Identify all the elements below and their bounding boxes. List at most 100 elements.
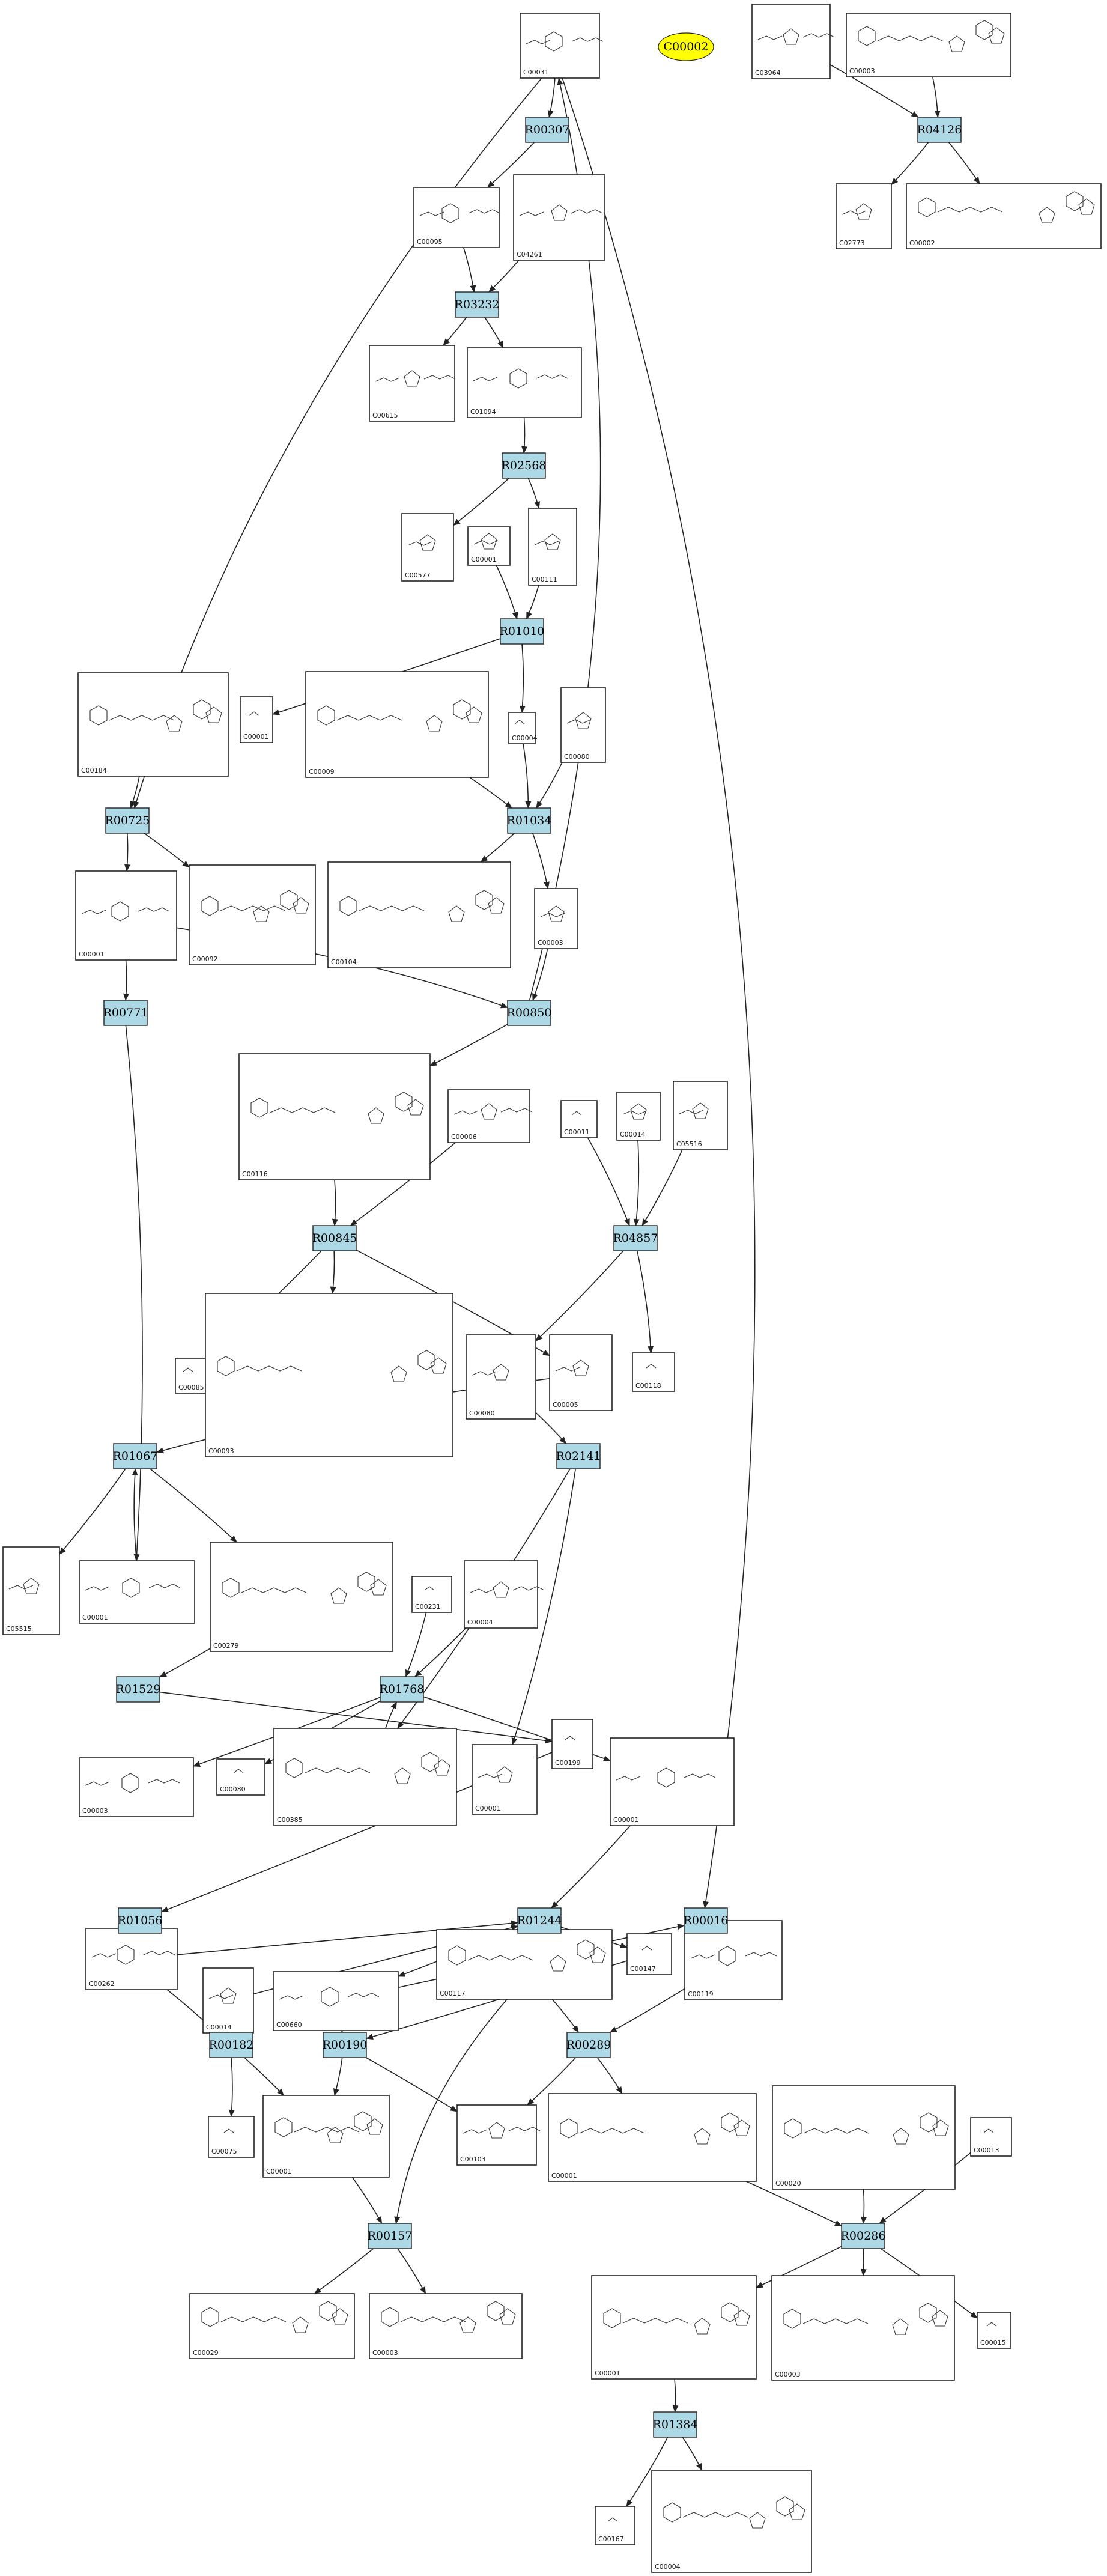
compound-c00001[interactable]: C00001 xyxy=(548,2093,757,2182)
compound-c01094[interactable]: C01094 xyxy=(467,347,582,418)
compound-c00104[interactable]: C00104 xyxy=(327,861,511,968)
compound-c00085[interactable]: C00085 xyxy=(175,1358,206,1394)
compound-c00001[interactable]: C00001 xyxy=(240,696,273,743)
reaction-r03232[interactable]: R03232 xyxy=(455,291,500,318)
compound-c02773[interactable]: C02773 xyxy=(836,183,892,249)
compound-c00092[interactable]: C00092 xyxy=(189,864,316,965)
compound-c00262[interactable]: C00262 xyxy=(85,1928,178,1990)
compound-c00075[interactable]: C00075 xyxy=(208,2116,255,2158)
compound-c00013[interactable]: C00013 xyxy=(970,2117,1012,2157)
reaction-r01056[interactable]: R01056 xyxy=(118,1907,163,1934)
compound-c00279[interactable]: C00279 xyxy=(210,1542,393,1652)
compound-c00080[interactable]: C00080 xyxy=(216,1758,265,1796)
compound-c00031[interactable]: C00031 xyxy=(520,13,604,79)
compound-c00029[interactable]: C00029 xyxy=(189,2293,355,2359)
compound-c00615[interactable]: C00615 xyxy=(369,345,456,422)
reaction-r01244[interactable]: R01244 xyxy=(517,1907,562,1934)
compound-c00001[interactable]: C00001 xyxy=(591,2275,757,2380)
structure-icon xyxy=(783,2303,948,2335)
edge-arrow xyxy=(641,1149,683,1226)
reaction-r00190[interactable]: R00190 xyxy=(323,2032,368,2058)
compound-c05516[interactable]: C05516 xyxy=(673,1081,728,1150)
compound-label: C00184 xyxy=(81,767,107,774)
structure-icon xyxy=(565,1736,575,1740)
compound-c00004[interactable]: C00004 xyxy=(508,712,538,744)
compound-c00147[interactable]: C00147 xyxy=(626,1933,672,1975)
compound-c00003[interactable]: C00003 xyxy=(771,2275,955,2381)
structure-icon xyxy=(8,1578,40,1594)
compound-box xyxy=(273,1728,457,1826)
compound-c00009[interactable]: C00009 xyxy=(305,671,489,778)
reaction-r01529[interactable]: R01529 xyxy=(116,1676,161,1703)
compound-c00003[interactable]: C00003 xyxy=(369,2293,523,2359)
reaction-r01010[interactable]: R01010 xyxy=(500,618,545,645)
compound-c00001[interactable]: C00001 xyxy=(75,870,177,961)
reaction-r00725[interactable]: R00725 xyxy=(105,807,150,834)
compound-c00001[interactable]: C00001 xyxy=(79,1560,195,1624)
compound-label: C00003 xyxy=(372,2349,398,2357)
compound-c00003[interactable]: C00003 xyxy=(846,13,1011,77)
compound-c00001[interactable]: C00001 xyxy=(610,1737,735,1826)
compound-c00103[interactable]: C00103 xyxy=(456,2104,541,2166)
reaction-r00182[interactable]: R00182 xyxy=(209,2032,254,2058)
compound-label: C00001 xyxy=(243,733,269,741)
reaction-r00850[interactable]: R00850 xyxy=(507,1000,552,1026)
edge-arrow xyxy=(511,1468,576,1745)
compound-c00080[interactable]: C00080 xyxy=(560,687,606,763)
reaction-r00157[interactable]: R00157 xyxy=(368,2223,413,2249)
reaction-r00845[interactable]: R00845 xyxy=(312,1225,357,1251)
compound-c00004[interactable]: C00004 xyxy=(464,1560,545,1629)
compound-c00119[interactable]: C00119 xyxy=(684,1920,783,2000)
reaction-r00771[interactable]: R00771 xyxy=(103,1000,148,1026)
highlight-node[interactable]: C00002 xyxy=(658,32,714,61)
compound-c00095[interactable]: C00095 xyxy=(413,187,500,248)
compound-c00020[interactable]: C00020 xyxy=(772,2085,956,2190)
compound-c00014[interactable]: C00014 xyxy=(202,1967,254,2034)
structure-icon xyxy=(641,1946,652,1951)
compound-c00231[interactable]: C00231 xyxy=(411,1576,452,1613)
reaction-r02568[interactable]: R02568 xyxy=(502,452,547,479)
reaction-r01067[interactable]: R01067 xyxy=(113,1443,158,1469)
compound-c00002[interactable]: C00002 xyxy=(906,183,1102,249)
compound-c05515[interactable]: C05515 xyxy=(2,1546,60,1635)
compound-c00577[interactable]: C00577 xyxy=(401,513,454,582)
reaction-r04126[interactable]: R04126 xyxy=(917,117,962,143)
compound-c00004[interactable]: C00004 xyxy=(651,2470,812,2573)
compound-c00385[interactable]: C00385 xyxy=(273,1728,457,1826)
compound-c00167[interactable]: C00167 xyxy=(595,2506,635,2545)
compound-c03964[interactable]: C03964 xyxy=(751,4,835,79)
reaction-r01034[interactable]: R01034 xyxy=(507,807,552,834)
compound-c04261[interactable]: C04261 xyxy=(513,174,605,261)
compound-c00014[interactable]: C00014 xyxy=(616,1092,661,1141)
edge-arrow xyxy=(330,1250,336,1294)
compound-c00199[interactable]: C00199 xyxy=(551,1719,593,1769)
compound-c00117[interactable]: C00117 xyxy=(436,1929,613,2000)
compound-c00660[interactable]: C00660 xyxy=(273,1971,399,2031)
reaction-r00289[interactable]: R00289 xyxy=(566,2032,611,2058)
compound-c00003[interactable]: C00003 xyxy=(534,888,578,949)
compound-c00015[interactable]: C00015 xyxy=(977,2312,1011,2349)
compound-c00006[interactable]: C00006 xyxy=(447,1089,533,1143)
compound-c00001[interactable]: C00001 xyxy=(262,2095,390,2178)
compound-c00093[interactable]: C00093 xyxy=(205,1293,453,1457)
reaction-r01768[interactable]: R01768 xyxy=(380,1676,425,1703)
reaction-r04857[interactable]: R04857 xyxy=(613,1225,658,1251)
reaction-r02141[interactable]: R02141 xyxy=(556,1443,601,1469)
compound-c00001[interactable]: C00001 xyxy=(467,526,511,566)
reaction-label: R00307 xyxy=(525,123,570,136)
compound-c00003[interactable]: C00003 xyxy=(79,1757,194,1817)
edge-arrow xyxy=(443,317,467,346)
compound-c00116[interactable]: C00116 xyxy=(238,1053,431,1180)
reaction-r01384[interactable]: R01384 xyxy=(653,2411,698,2438)
compound-label: C00080 xyxy=(564,753,590,761)
compound-c00001[interactable]: C00001 xyxy=(472,1744,538,1815)
reaction-r00016[interactable]: R00016 xyxy=(684,1907,729,1934)
compound-c00118[interactable]: C00118 xyxy=(632,1352,675,1392)
reaction-r00286[interactable]: R00286 xyxy=(841,2223,886,2249)
compound-c00005[interactable]: C00005 xyxy=(549,1334,613,1411)
reaction-r00307[interactable]: R00307 xyxy=(525,117,570,143)
compound-c00184[interactable]: C00184 xyxy=(77,672,229,777)
compound-c00080[interactable]: C00080 xyxy=(466,1334,536,1420)
compound-c00111[interactable]: C00111 xyxy=(528,508,577,586)
compound-c00011[interactable]: C00011 xyxy=(560,1100,598,1138)
